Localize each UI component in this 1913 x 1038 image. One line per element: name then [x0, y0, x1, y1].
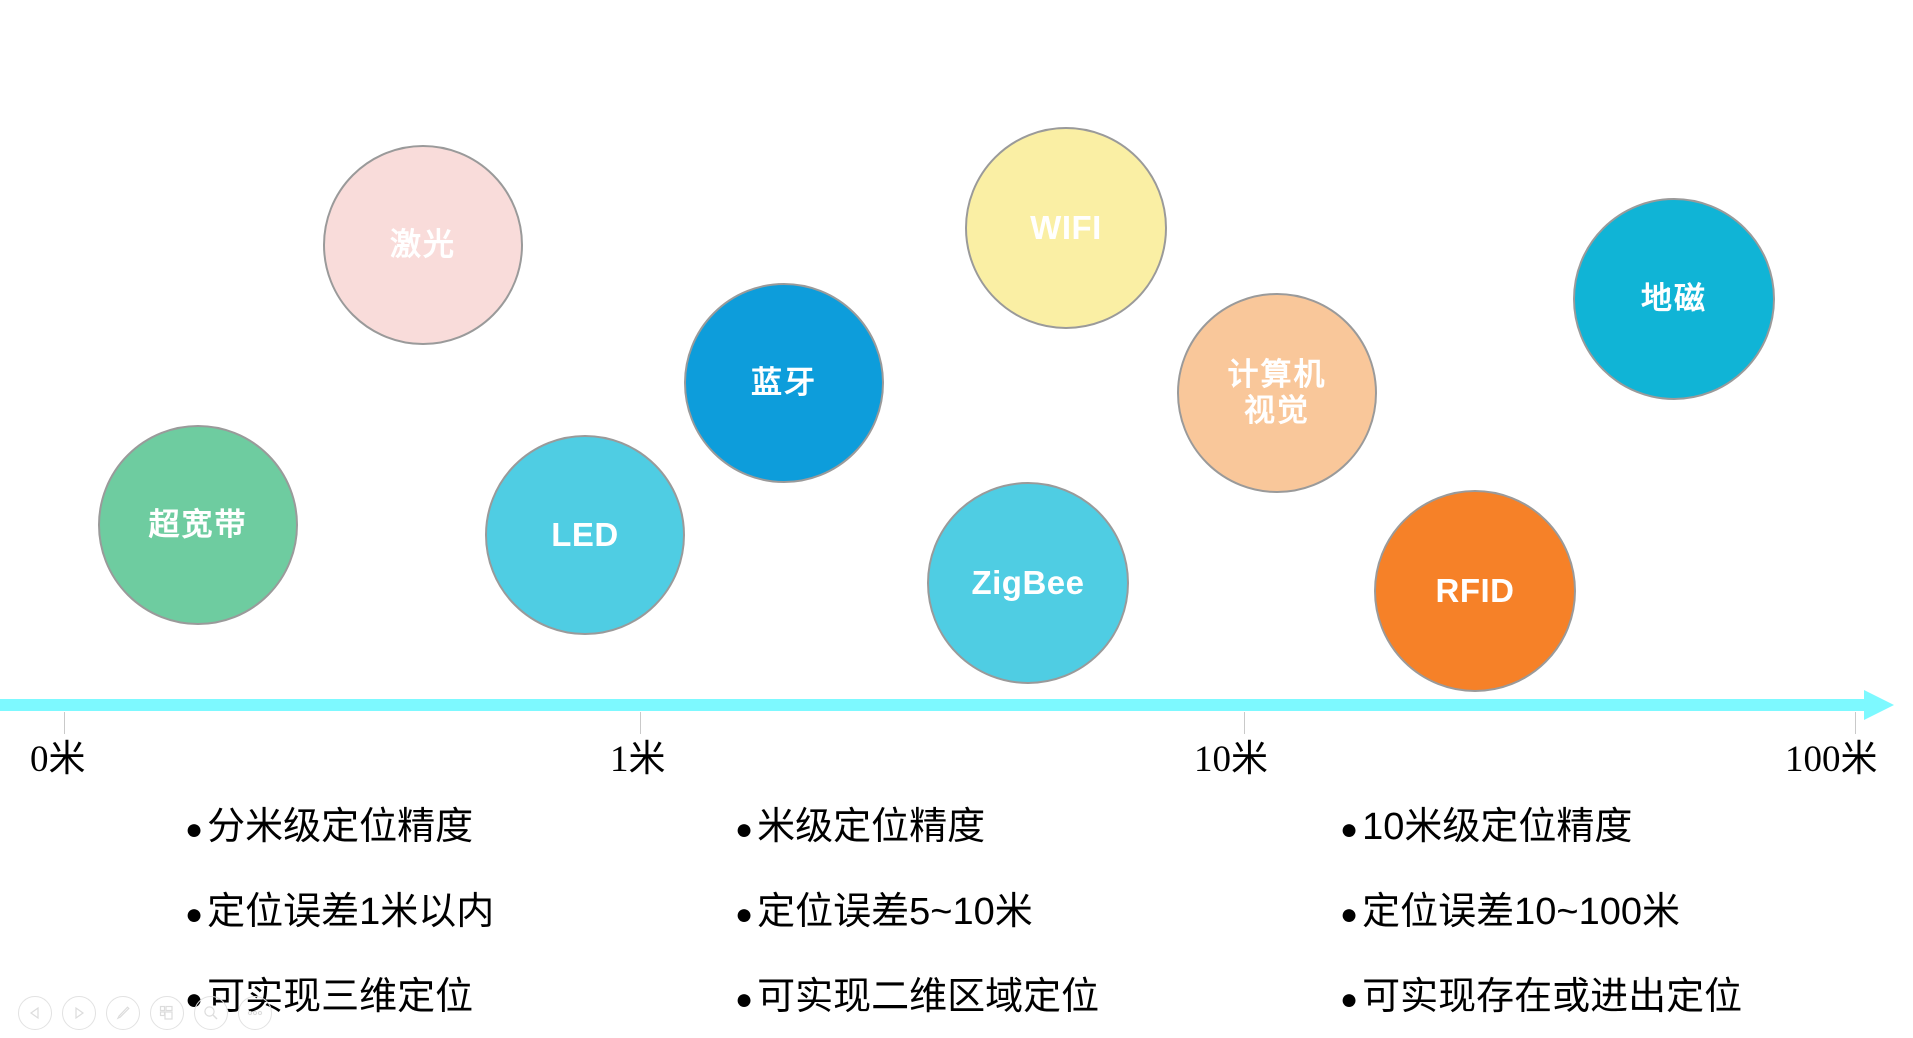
bubble-蓝牙[interactable]: 蓝牙 [684, 283, 884, 483]
bubble-label: RFID [1435, 572, 1515, 610]
magnifier-icon[interactable] [194, 996, 228, 1030]
bubble-label: 蓝牙 [751, 365, 817, 401]
pen-icon[interactable] [106, 996, 140, 1030]
bullet-item: ●可实现存在或进出定位 [1340, 965, 1742, 1020]
bullet-dot-icon: ● [1340, 813, 1359, 846]
axis-line [0, 699, 1880, 711]
bubble-ZigBee[interactable]: ZigBee [927, 482, 1129, 684]
bullet-dot-icon: ● [735, 813, 754, 846]
bullet-column-decimeter: ●分米级定位精度●定位误差1米以内●可实现三维定位 [185, 795, 494, 1038]
bubble-LED[interactable]: LED [485, 435, 685, 635]
bubble-label: 激光 [390, 227, 456, 263]
bubble-RFID[interactable]: RFID [1374, 490, 1576, 692]
axis-tick-label: 1米 [610, 739, 666, 780]
bullet-text: 分米级定位精度 [207, 806, 474, 848]
axis-tick-label: 100米 [1785, 739, 1878, 780]
axis-tick [640, 712, 641, 734]
bullet-column-meter: ●米级定位精度●定位误差5~10米●可实现二维区域定位 [735, 795, 1099, 1038]
bullet-text: 定位误差5~10米 [757, 891, 1033, 933]
bullet-item: ●米级定位精度 [735, 795, 1099, 850]
axis-arrow-icon [1864, 690, 1894, 720]
bullet-dot-icon: ● [1340, 983, 1359, 1016]
bubble-label: WIFI [1030, 209, 1102, 247]
bullet-item: ●定位误差10~100米 [1340, 880, 1742, 935]
bubble-label: 计算机 视觉 [1227, 357, 1327, 428]
bullet-text: 定位误差10~100米 [1362, 891, 1680, 933]
bubble-计算机视觉[interactable]: 计算机 视觉 [1177, 293, 1377, 493]
next-slide-icon[interactable] [62, 996, 96, 1030]
bullet-text: 定位误差1米以内 [207, 891, 495, 933]
bubble-label: ZigBee [971, 564, 1085, 602]
presentation-toolbar[interactable] [18, 996, 272, 1030]
bubble-label: LED [551, 516, 619, 554]
bubble-label: 超宽带 [148, 507, 248, 543]
bullet-column-ten-meter: ●10米级定位精度●定位误差10~100米●可实现存在或进出定位 [1340, 795, 1742, 1038]
bullet-dot-icon: ● [735, 983, 754, 1016]
bullet-dot-icon: ● [185, 813, 204, 846]
bullet-dot-icon: ● [185, 898, 204, 931]
axis [0, 690, 1913, 736]
axis-tick [1244, 712, 1245, 734]
more-options-icon[interactable] [238, 996, 272, 1030]
bullet-dot-icon: ● [1340, 898, 1359, 931]
bullet-text: 可实现存在或进出定位 [1362, 976, 1743, 1018]
bullet-dot-icon: ● [735, 898, 754, 931]
bullet-item: ●定位误差5~10米 [735, 880, 1099, 935]
axis-tick-label: 10米 [1194, 739, 1268, 780]
previous-slide-icon[interactable] [18, 996, 52, 1030]
bullet-item: ●10米级定位精度 [1340, 795, 1742, 850]
bullet-item: ●分米级定位精度 [185, 795, 494, 850]
bullet-item: ●可实现二维区域定位 [735, 965, 1099, 1020]
bullet-text: 可实现二维区域定位 [757, 976, 1100, 1018]
axis-tick [64, 712, 65, 734]
bubble-WIFI[interactable]: WIFI [965, 127, 1167, 329]
bullet-item: ●定位误差1米以内 [185, 880, 494, 935]
bubble-超宽带[interactable]: 超宽带 [98, 425, 298, 625]
bubble-激光[interactable]: 激光 [323, 145, 523, 345]
bullet-text: 10米级定位精度 [1362, 806, 1633, 848]
axis-tick-label: 0米 [30, 739, 86, 780]
bubble-地磁[interactable]: 地磁 [1573, 198, 1775, 400]
layout-grid-icon[interactable] [150, 996, 184, 1030]
bubble-label: 地磁 [1641, 281, 1707, 317]
axis-tick [1855, 712, 1856, 734]
bullet-text: 米级定位精度 [757, 806, 986, 848]
